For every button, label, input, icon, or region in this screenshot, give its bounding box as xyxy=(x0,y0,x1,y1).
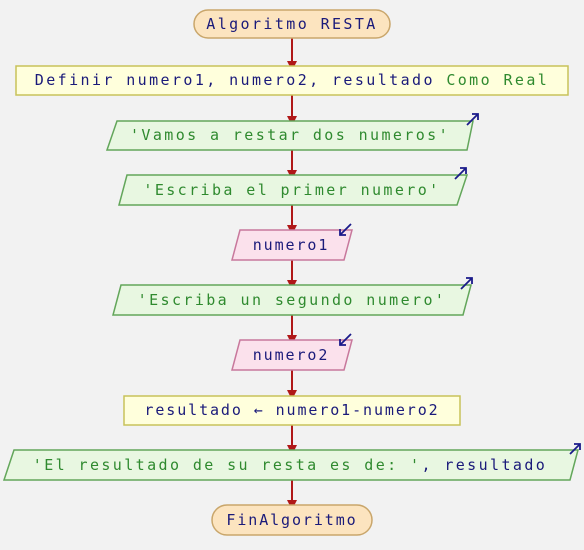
output-arrow-icon xyxy=(454,167,467,180)
output-arrow-icon xyxy=(569,443,581,455)
input-block-2[interactable]: numero2 xyxy=(231,333,353,371)
define-vars: numero1, numero2, resultado xyxy=(115,71,447,89)
output-block-1[interactable]: 'Vamos a restar dos numeros' xyxy=(105,113,479,151)
output-3-text: 'Escriba un segundo numero' xyxy=(138,291,447,309)
svg-text:Definir numero1, numero2, resu: Definir numero1, numero2, resultado Como… xyxy=(35,71,549,89)
output-arrow-icon xyxy=(466,113,479,126)
define-process[interactable]: Definir numero1, numero2, resultado Como… xyxy=(15,65,569,96)
input-2-text: numero2 xyxy=(253,346,330,364)
svg-text:'El resultado de su resta es d: 'El resultado de su resta es de: ', resu… xyxy=(33,456,547,474)
input-arrow-icon xyxy=(339,333,352,346)
assignment-process[interactable]: resultado ← numero1-numero2 xyxy=(123,395,461,426)
output-block-3[interactable]: 'Escriba un segundo numero' xyxy=(112,277,473,316)
define-type: Real xyxy=(492,71,549,89)
end-terminal[interactable]: FinAlgoritmo xyxy=(211,504,373,536)
start-label: Algoritmo RESTA xyxy=(206,15,377,33)
output-1-text: 'Vamos a restar dos numeros' xyxy=(130,126,450,144)
output-arrow-icon xyxy=(460,277,473,290)
output-2-text: 'Escriba el primer numero' xyxy=(143,181,440,199)
start-terminal[interactable]: Algoritmo RESTA xyxy=(193,9,391,39)
output-4-string: 'El resultado de su resta es de: ' xyxy=(33,456,422,474)
input-1-text: numero1 xyxy=(253,236,330,254)
input-block-1[interactable]: numero1 xyxy=(231,223,353,261)
define-como: Como xyxy=(446,71,492,89)
output-block-2[interactable]: 'Escriba el primer numero' xyxy=(118,167,469,206)
input-arrow-icon xyxy=(339,223,352,236)
define-keyword: Definir xyxy=(35,71,115,89)
assignment-text: resultado ← numero1-numero2 xyxy=(144,401,439,419)
end-label: FinAlgoritmo xyxy=(226,511,357,529)
output-4-rest: , resultado xyxy=(421,456,547,474)
output-block-4[interactable]: 'El resultado de su resta es de: ', resu… xyxy=(2,443,581,481)
